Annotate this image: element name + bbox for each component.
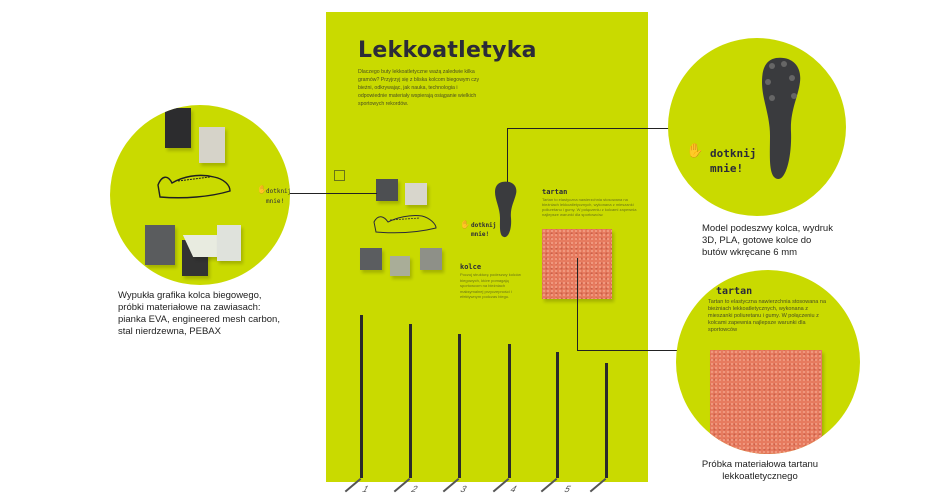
caption-materials: Wypukła grafika kolca biegowego, próbki … [118,290,280,337]
caption-tartan: Próbka materiałowa tartanu lekkoatletycz… [701,459,819,482]
panel-intro: Dlaczego buty lekkoatletyczne ważą zaled… [358,69,480,107]
sample-tile-eva [165,108,191,148]
connector-top-right-v [507,128,508,182]
floor-number-2: 2 [410,484,419,494]
kolce-heading: kolce [460,263,482,271]
floor-pole [409,324,412,478]
floor-pole [508,344,511,478]
sample-tile-steel [420,248,442,270]
floor-number-5: 5 [563,484,572,494]
hand-icon: ✋ [686,142,704,158]
sample-tile-mesh [405,183,427,205]
shoe-outline-graphic [373,215,437,234]
tartan-sample [710,350,822,454]
sample-tile-carbon [360,248,382,270]
floor-pole [360,315,363,478]
tartan-text: Tartan to elastyczna nawierzchnia stosow… [708,299,827,333]
floor-number-1: 1 [361,484,370,494]
floor-number-4: 4 [509,484,518,494]
connector-bottom-right-v [577,258,578,351]
connector-top-right-h [507,128,671,129]
touch-label: dotknij mnie! [471,222,497,238]
detail-circle-sole: ✋ dotknij mnie! [668,38,846,216]
spike-sole-model [762,57,801,180]
sample-tile-mesh [199,127,225,163]
panel-title: Lekkoatletyka [358,38,537,63]
sample-tile-steel [217,225,241,261]
spike-sole-model [495,181,517,238]
sample-tile-pebax [390,256,410,276]
caption-sole: Model podeszwy kolca, wydruk 3D, PLA, go… [702,223,833,258]
detail-circle-materials: ✋ dotknij mnie! [110,105,290,285]
detail-circle-tartan: tartan Tartan to elastyczna nawierzchnia… [676,270,860,454]
kolce-text: Poczuj strukturę podeszwy kolców biegowy… [460,272,521,299]
sample-tile-eva [376,179,398,201]
connector-left [283,193,377,194]
hand-icon: ✋ [257,185,267,194]
touch-label: dotknij mnie! [266,188,290,205]
tartan-heading: tartan [716,286,753,297]
tartan-text: Tartan to elastyczna nawierzchnia stosow… [542,197,637,217]
sample-tile-carbon [145,225,175,265]
floor-number-3: 3 [459,484,468,494]
floor-pole [556,352,559,478]
floor-pole [605,363,608,478]
touch-label: dotknij mnie! [710,147,757,175]
shoe-outline-graphic [157,174,231,199]
tartan-heading: tartan [542,188,568,196]
hand-icon: ✋ [460,220,470,229]
braille-plate [334,170,345,181]
connector-bottom-right-h [577,350,712,351]
floor-pole [458,334,461,478]
